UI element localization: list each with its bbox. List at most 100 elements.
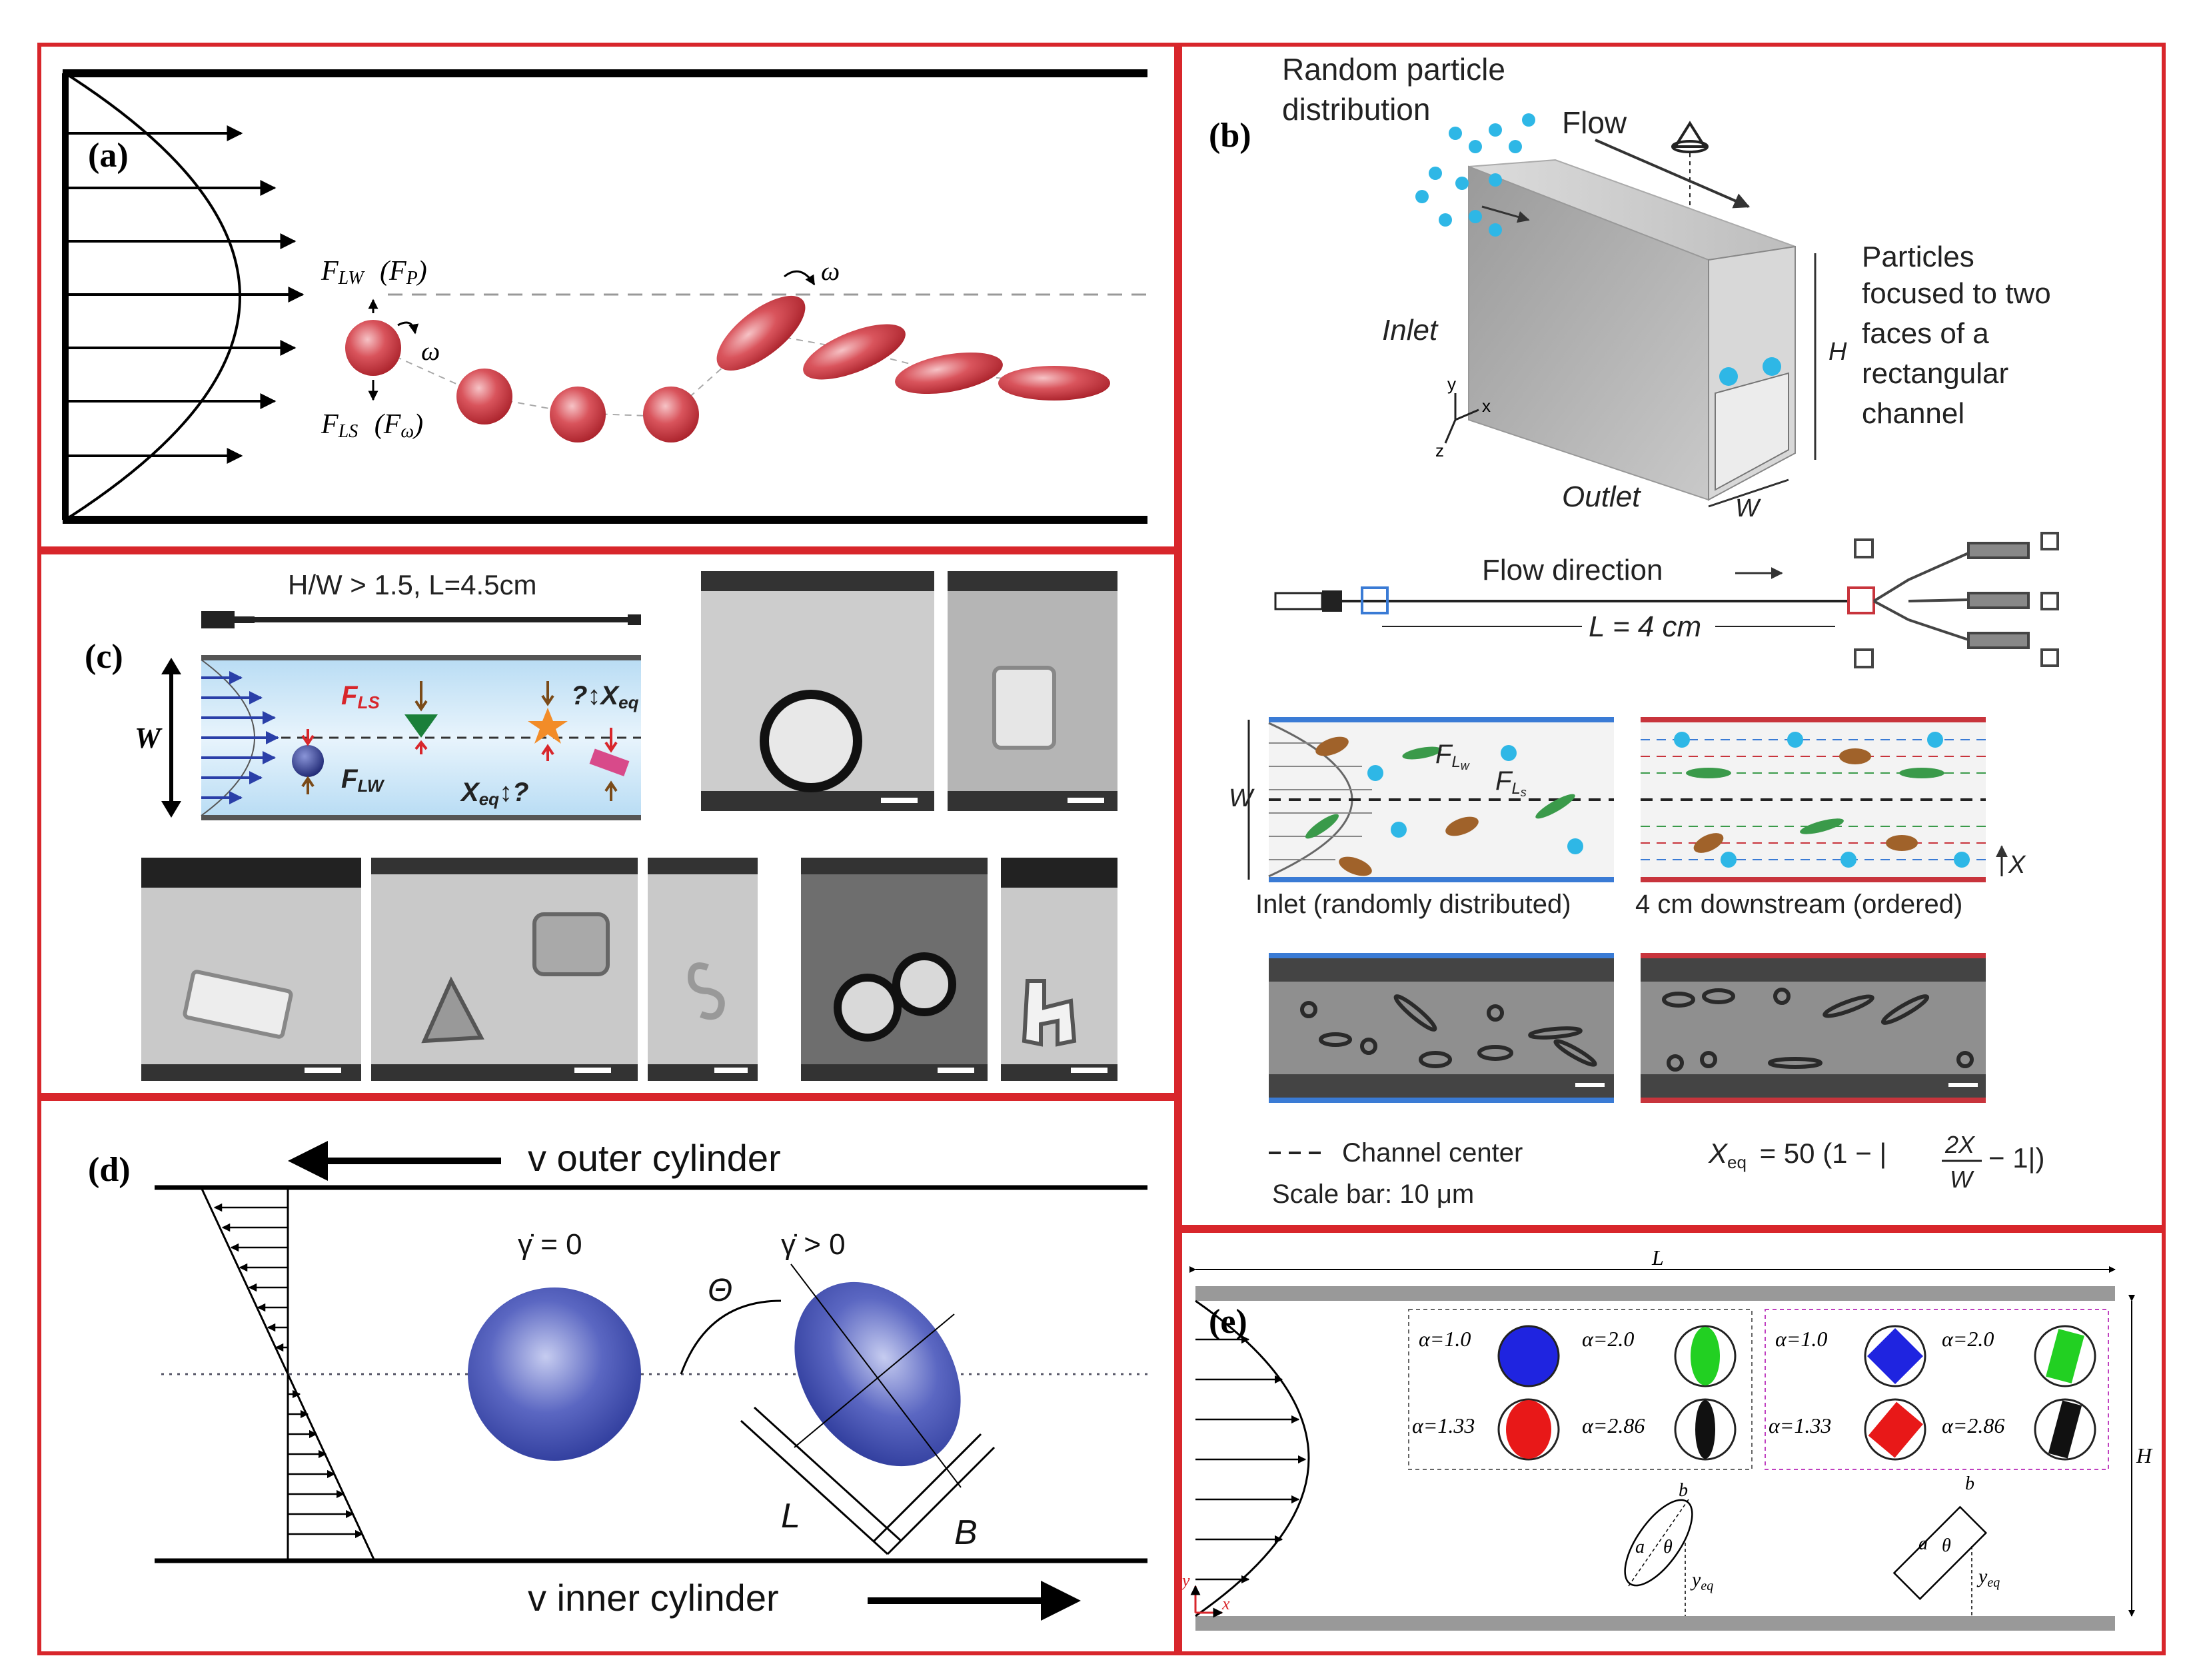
svg-text:FLW (FP): FLW (FP): [321, 256, 427, 291]
svg-text:yeq: yeq: [1690, 1569, 1713, 1593]
xeq-num: 2X: [1944, 1131, 1976, 1158]
velocity-profile-e: [1195, 1299, 1310, 1617]
legend-b133: α=1.33: [1769, 1413, 1831, 1437]
micrograph-triangle: [371, 858, 638, 1081]
omega-label-2: ω: [821, 256, 840, 286]
rect-particle-e: [1892, 1505, 1988, 1601]
velocity-arrows-e: [1195, 1335, 1307, 1584]
svg-text:?↕Xeq: ?↕Xeq: [571, 681, 639, 712]
particle-ellipsoid-1: [716, 295, 806, 371]
downstream-caption: 4 cm downstream (ordered): [1635, 890, 1962, 919]
rotation-arrow-1: [397, 321, 419, 335]
force-omega-close: ): [412, 409, 423, 440]
inlet-caption: Inlet (randomly distributed): [1255, 890, 1571, 919]
svg-text:FLS: FLS: [341, 681, 380, 712]
outer-cylinder-text: v outer cylinder: [528, 1137, 781, 1179]
length-bg: [1582, 610, 1715, 643]
rect-particle-c: [589, 748, 630, 776]
W-label-c: W: [135, 722, 163, 754]
panel-e-label: (e): [1209, 1303, 1247, 1341]
dimension-box: [740, 1406, 996, 1555]
F-Lw-sub2: w: [1461, 759, 1470, 772]
inner-cylinder-text: v inner cylinder: [528, 1577, 779, 1619]
device-inlet-port: [1274, 592, 1323, 610]
shape-ellipse-133: [1506, 1400, 1551, 1459]
svg-text:FLS (Fω): FLS (Fω): [321, 409, 423, 444]
rectangle-legend: [1765, 1309, 2109, 1470]
star-particle-c: [528, 708, 568, 744]
inlet-arrow: [1481, 205, 1530, 223]
focused-particle-2: [1763, 357, 1781, 376]
sphere-particle-d: [468, 1287, 641, 1461]
shape-rect-286: [2048, 1400, 2082, 1459]
F-Ls-sub2: s: [1521, 786, 1527, 799]
particle-ellipsoid-2: [803, 324, 906, 380]
force-p-sub: P: [406, 268, 418, 289]
particle-ellipsoid-4: [998, 366, 1110, 401]
panel-c: (c) H/W > 1.5, L=4.5cm W: [37, 550, 1178, 1097]
svg-text:Xeq↕?: Xeq↕?: [460, 778, 528, 809]
panel-c-diagram: (c) H/W > 1.5, L=4.5cm W: [85, 569, 1117, 1081]
triangle-particle-c: [404, 714, 438, 738]
FLW-label: F: [341, 764, 359, 794]
L-label-e: L: [1651, 1246, 1664, 1269]
Xeq-bottom: X: [460, 778, 480, 807]
channel-center-text: Channel center: [1342, 1138, 1523, 1168]
gamma-positive-text: γ̇ > 0: [781, 1228, 846, 1261]
flow-arrows-c: [201, 671, 279, 804]
theta-arc: [680, 1299, 782, 1375]
force-ls-sub: LS: [338, 421, 359, 442]
particle-sphere-2: [456, 369, 512, 424]
flow-direction-text: Flow direction: [1482, 554, 1663, 586]
ellipsoid-particle-d: [794, 1281, 961, 1467]
ellipse-particle-e: [1624, 1499, 1693, 1587]
major-axis: [790, 1263, 962, 1488]
xeq-den: W: [1950, 1166, 1974, 1193]
top-wall-e: [1195, 1286, 2115, 1301]
panel-d-diagram: (d) v outer cylinder v inner cylinder: [88, 1137, 1147, 1621]
outlet-text: Outlet: [1562, 480, 1641, 513]
flow-text: Flow: [1562, 105, 1627, 140]
inlet-micrograph: [1269, 953, 1614, 1103]
rotation-arrow-2: [784, 270, 816, 286]
svg-text:FLw: FLw: [1435, 740, 1470, 772]
force-p-close: ): [416, 256, 427, 287]
shape-ellipse-286: [1695, 1400, 1715, 1459]
panel-b: (b) Random particle distribution Flow In…: [1178, 43, 2166, 1229]
particle-sphere-4: [643, 387, 699, 442]
FLS-sub: LS: [357, 692, 380, 712]
force-omega-sub: ω: [400, 421, 414, 442]
particle-sphere-3: [550, 387, 606, 442]
particles-text-5: channel: [1862, 397, 1964, 430]
W-dimension: [1708, 478, 1789, 508]
eye-icon: [1671, 121, 1709, 220]
panel-e-diagram: L H (e) y x α=1.0 α=2.0 α=1.33 α=2.86: [1180, 1246, 2153, 1631]
micrograph-s: [648, 858, 758, 1081]
F-Ls-sub: L: [1511, 780, 1520, 798]
Xeq-top: ?↕X: [571, 681, 620, 710]
micrograph-circle: [701, 571, 934, 811]
W-text: W: [1735, 494, 1761, 522]
panel-b-diagram: (b) Random particle distribution Flow In…: [1209, 52, 2059, 1209]
Xeq-bottom-tail: ↕?: [499, 778, 528, 807]
panel-a-label: (a): [88, 137, 129, 175]
svg-text:Xeq = 50 (1 − |: Xeq = 50 (1 − |: [1708, 1138, 1886, 1174]
particle-sphere-1: [345, 320, 401, 376]
svg-text:FLW: FLW: [341, 764, 385, 796]
legend-a20: α=2.0: [1582, 1327, 1634, 1351]
shape-rect-133: [1868, 1401, 1923, 1458]
shape-rect-2: [2046, 1329, 2084, 1383]
random-text-2: distribution: [1282, 92, 1430, 127]
sphere-particle-c: [292, 745, 324, 777]
xeq-tail: − 1|): [1988, 1142, 2044, 1174]
inlet-schematic: [1268, 717, 1614, 882]
focused-particle-1: [1719, 367, 1738, 386]
legend-b286: α=2.86: [1942, 1413, 2004, 1437]
axis-z-label: z: [1435, 440, 1444, 460]
device-inlet-connector: [1322, 590, 1342, 612]
device-outlet: [1854, 532, 2059, 668]
micrograph-doublet: [801, 858, 988, 1081]
legend-b10: α=1.0: [1775, 1327, 1827, 1351]
F-Ls: F: [1495, 766, 1513, 796]
downstream-schematic: [1641, 717, 1986, 882]
